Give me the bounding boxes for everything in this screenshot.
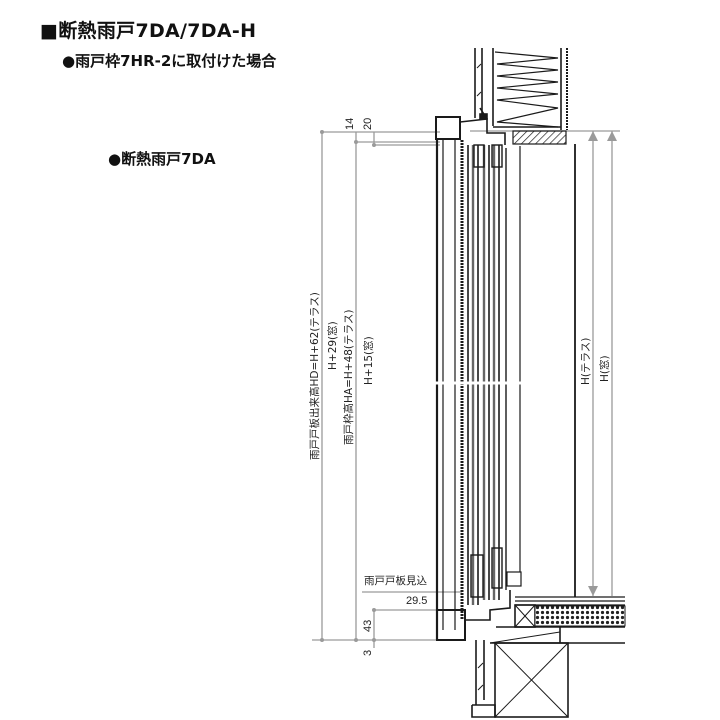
hd-label: 雨戸戸板出来高HD=H+62(テラス)	[308, 292, 321, 460]
shutter-panel	[435, 139, 576, 640]
section-label: ●断熱雨戸7DA	[108, 150, 216, 168]
h-terrace-label: H(テラス)	[580, 338, 592, 385]
ha-label: 雨戸枠高HA=H+48(テラス)	[342, 310, 355, 445]
h29-label: H+29(窓)	[326, 321, 339, 370]
panel-depth-label: 雨戸戸板見込	[364, 574, 427, 587]
dim-20: 20	[362, 118, 374, 130]
page-title: ■断熱雨戸7DA/7DA-H	[40, 20, 257, 42]
floor-insulation	[534, 605, 626, 627]
dim-3: 3	[362, 650, 374, 656]
installation-subtitle: ●雨戸枠7HR-2に取付けた場合	[62, 52, 277, 70]
dim-43: 43	[362, 620, 374, 632]
h-window-label: H(窓)	[598, 355, 611, 382]
panel-depth-value: 29.5	[406, 595, 427, 607]
h15-label: H+15(窓)	[362, 336, 375, 385]
upper-wall	[435, 48, 568, 145]
dim-14: 14	[344, 118, 356, 130]
dimension-lines	[312, 130, 620, 648]
head-hatch	[512, 130, 567, 145]
sill-floor	[436, 590, 625, 718]
